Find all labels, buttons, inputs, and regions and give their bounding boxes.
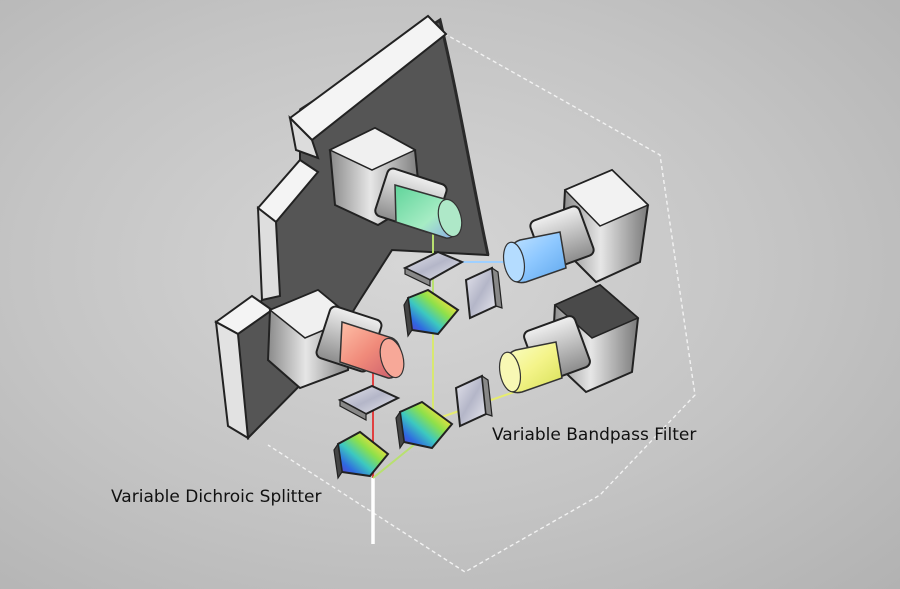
dichroic-splitter-label: Variable Dichroic Splitter [111,487,322,507]
dichroic-mirror-icon [333,430,390,480]
bandpass-filter-icon [454,374,493,428]
bandpass-filter-icon [402,250,465,287]
dichroic-mirror-icon [395,400,454,450]
detector-camera-icon [502,168,650,284]
housing-outline [267,29,696,573]
bandpass-filter-icon [464,266,503,320]
bandpass-filter-icon [337,384,401,422]
detector-camera-icon [328,126,463,239]
detector-camera-icon [498,283,640,394]
detector-camera-icon [266,288,405,390]
dichroic-mirror-icon [403,288,460,338]
bandpass-filter-label: Variable Bandpass Filter [492,425,697,445]
